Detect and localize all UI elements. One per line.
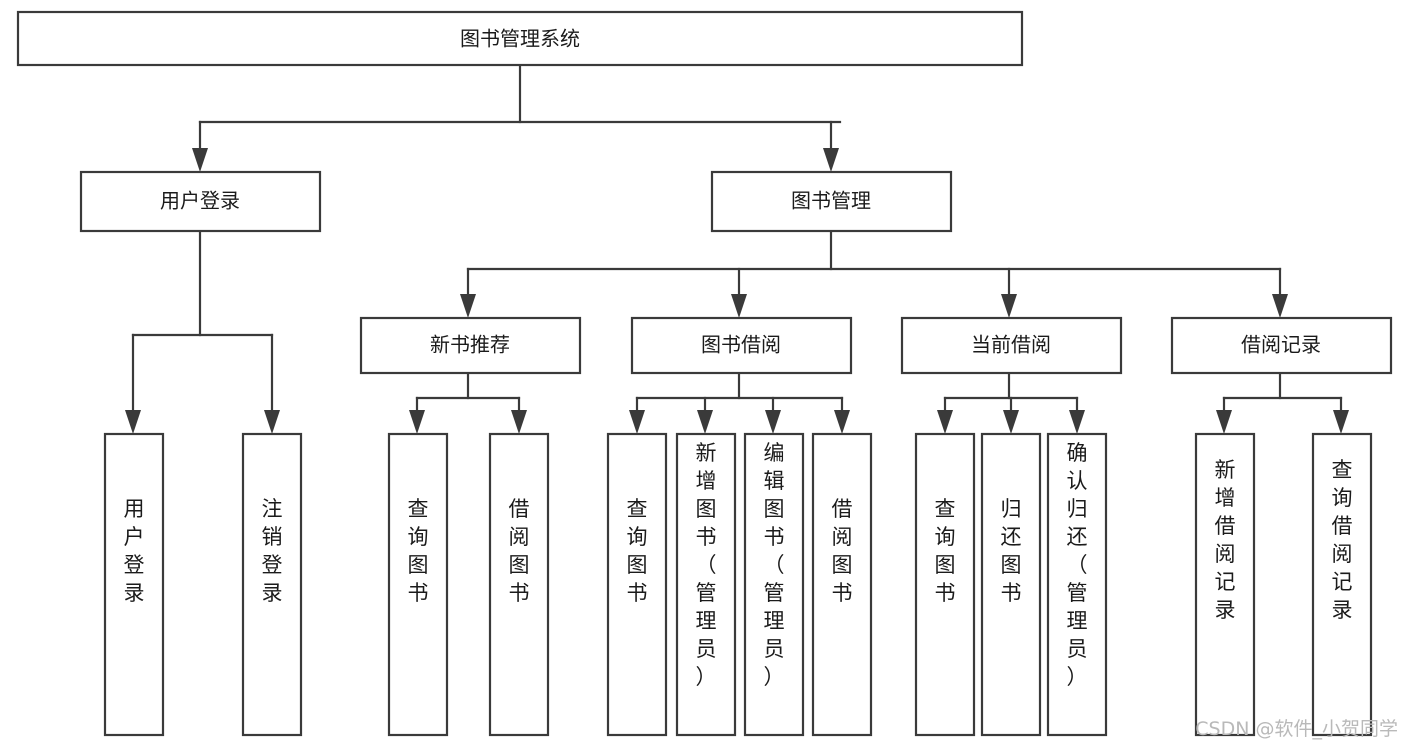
node-root-label: 图书管理系统 bbox=[460, 27, 580, 51]
leaf-box-borrow-book-action[interactable] bbox=[811, 432, 873, 737]
leaf-box-query-book-current[interactable] bbox=[914, 432, 976, 737]
leaf-label-logout: 注销登录 bbox=[262, 497, 283, 605]
leaf-box-add-book-admin[interactable] bbox=[675, 432, 737, 737]
leaf-node[interactable]: 注销登录 bbox=[241, 432, 303, 737]
leaf-box-query-book-newbook[interactable] bbox=[387, 432, 449, 737]
leaf-node[interactable]: 查询图书 bbox=[914, 432, 976, 737]
arrow-current-leaf-1 bbox=[937, 410, 953, 434]
arrow-bookmgmt-child-1 bbox=[460, 294, 476, 318]
arrow-userlogin-leaf-1 bbox=[125, 410, 141, 434]
node-root-box[interactable] bbox=[16, 10, 1024, 67]
leaf-node[interactable]: 查询图书 bbox=[606, 432, 668, 737]
leaf-label-query-borrow-record: 查询借阅记录 bbox=[1332, 458, 1353, 622]
leaf-label-add-borrow-record: 新增借阅记录 bbox=[1215, 458, 1236, 622]
leaf-node[interactable]: 查询借阅记录 bbox=[1311, 432, 1373, 737]
node-current-borrow[interactable]: 当前借阅 bbox=[900, 316, 1123, 375]
node-book-borrow-box[interactable] bbox=[630, 316, 853, 375]
node-book-borrow-label: 图书借阅 bbox=[701, 333, 781, 357]
node-new-book-recommend[interactable]: 新书推荐 bbox=[359, 316, 582, 375]
node-user-login[interactable]: 用户登录 bbox=[79, 170, 322, 233]
leaf-label-confirm-return-admin: 确认归还（管理员） bbox=[1067, 441, 1088, 689]
arrow-borrow-leaf-1 bbox=[629, 410, 645, 434]
node-user-login-box[interactable] bbox=[79, 170, 322, 233]
arrow-borrow-leaf-3 bbox=[765, 410, 781, 434]
node-root[interactable]: 图书管理系统 bbox=[16, 10, 1024, 67]
leaf-label-query-book-current: 查询图书 bbox=[935, 497, 956, 605]
leaf-node[interactable]: 借阅图书 bbox=[811, 432, 873, 737]
arrow-current-leaf-3 bbox=[1069, 410, 1085, 434]
leaf-box-edit-book-admin[interactable] bbox=[743, 432, 805, 737]
leaf-box-query-borrow-record[interactable] bbox=[1311, 432, 1373, 737]
node-book-management-label: 图书管理 bbox=[791, 189, 871, 213]
node-borrow-record-box[interactable] bbox=[1170, 316, 1393, 375]
arrow-borrow-leaf-2 bbox=[697, 410, 713, 434]
node-current-borrow-label: 当前借阅 bbox=[971, 333, 1051, 357]
arrow-newbook-leaf-2 bbox=[511, 410, 527, 434]
connector-layer bbox=[125, 63, 1349, 434]
arrow-newbook-leaf-1 bbox=[409, 410, 425, 434]
leaf-box-add-borrow-record[interactable] bbox=[1194, 432, 1256, 737]
arrow-bookmgmt-child-3 bbox=[1001, 294, 1017, 318]
arrow-borrow-leaf-4 bbox=[834, 410, 850, 434]
node-book-management-box[interactable] bbox=[710, 170, 953, 233]
leaf-label-return-book: 归还图书 bbox=[1001, 497, 1022, 605]
node-current-borrow-box[interactable] bbox=[900, 316, 1123, 375]
leaf-node[interactable]: 编辑图书（管理员） bbox=[743, 432, 805, 737]
node-borrow-record-label: 借阅记录 bbox=[1241, 333, 1321, 357]
leaf-node[interactable]: 归还图书 bbox=[980, 432, 1042, 737]
arrow-root-to-user-login bbox=[192, 148, 208, 172]
leaf-box-logout[interactable] bbox=[241, 432, 303, 737]
leaf-box-user-login-action[interactable] bbox=[103, 432, 165, 737]
leaf-node[interactable]: 新增图书（管理员） bbox=[675, 432, 737, 737]
node-book-management[interactable]: 图书管理 bbox=[710, 170, 953, 233]
leaf-box-borrow-book-newbook[interactable] bbox=[488, 432, 550, 737]
leaf-box-return-book[interactable] bbox=[980, 432, 1042, 737]
leaf-label-query-book-newbook: 查询图书 bbox=[408, 497, 429, 605]
leaf-node[interactable]: 用户登录 bbox=[103, 432, 165, 737]
csdn-watermark: CSDN @软件_小贺同学 bbox=[1195, 718, 1398, 740]
node-new-book-recommend-label: 新书推荐 bbox=[430, 333, 510, 357]
leaf-label-borrow-book-newbook: 借阅图书 bbox=[509, 497, 530, 605]
node-borrow-record[interactable]: 借阅记录 bbox=[1170, 316, 1393, 375]
leaf-label-edit-book-admin: 编辑图书（管理员） bbox=[764, 441, 785, 689]
leaf-box-query-book-borrow[interactable] bbox=[606, 432, 668, 737]
leaf-label-borrow-book-action: 借阅图书 bbox=[832, 497, 853, 605]
leaf-node[interactable]: 查询图书 bbox=[387, 432, 449, 737]
node-book-borrow[interactable]: 图书借阅 bbox=[630, 316, 853, 375]
node-new-book-recommend-box[interactable] bbox=[359, 316, 582, 375]
arrow-bookmgmt-child-4 bbox=[1272, 294, 1288, 318]
leaf-node[interactable]: 借阅图书 bbox=[488, 432, 550, 737]
leaf-label-user-login-action: 用户登录 bbox=[124, 497, 145, 605]
arrow-current-leaf-2 bbox=[1003, 410, 1019, 434]
arrow-root-to-book-mgmt bbox=[823, 148, 839, 172]
node-user-login-label: 用户登录 bbox=[160, 189, 240, 213]
arrow-userlogin-leaf-2 bbox=[264, 410, 280, 434]
leaf-node[interactable]: 新增借阅记录 bbox=[1194, 432, 1256, 737]
leaf-label-add-book-admin: 新增图书（管理员） bbox=[696, 441, 717, 689]
leaf-box-confirm-return-admin[interactable] bbox=[1046, 432, 1108, 737]
arrow-record-leaf-2 bbox=[1333, 410, 1349, 434]
arrow-bookmgmt-child-2 bbox=[731, 294, 747, 318]
leaf-label-query-book-borrow: 查询图书 bbox=[627, 497, 648, 605]
arrow-record-leaf-1 bbox=[1216, 410, 1232, 434]
leaf-node[interactable]: 确认归还（管理员） bbox=[1046, 432, 1108, 737]
